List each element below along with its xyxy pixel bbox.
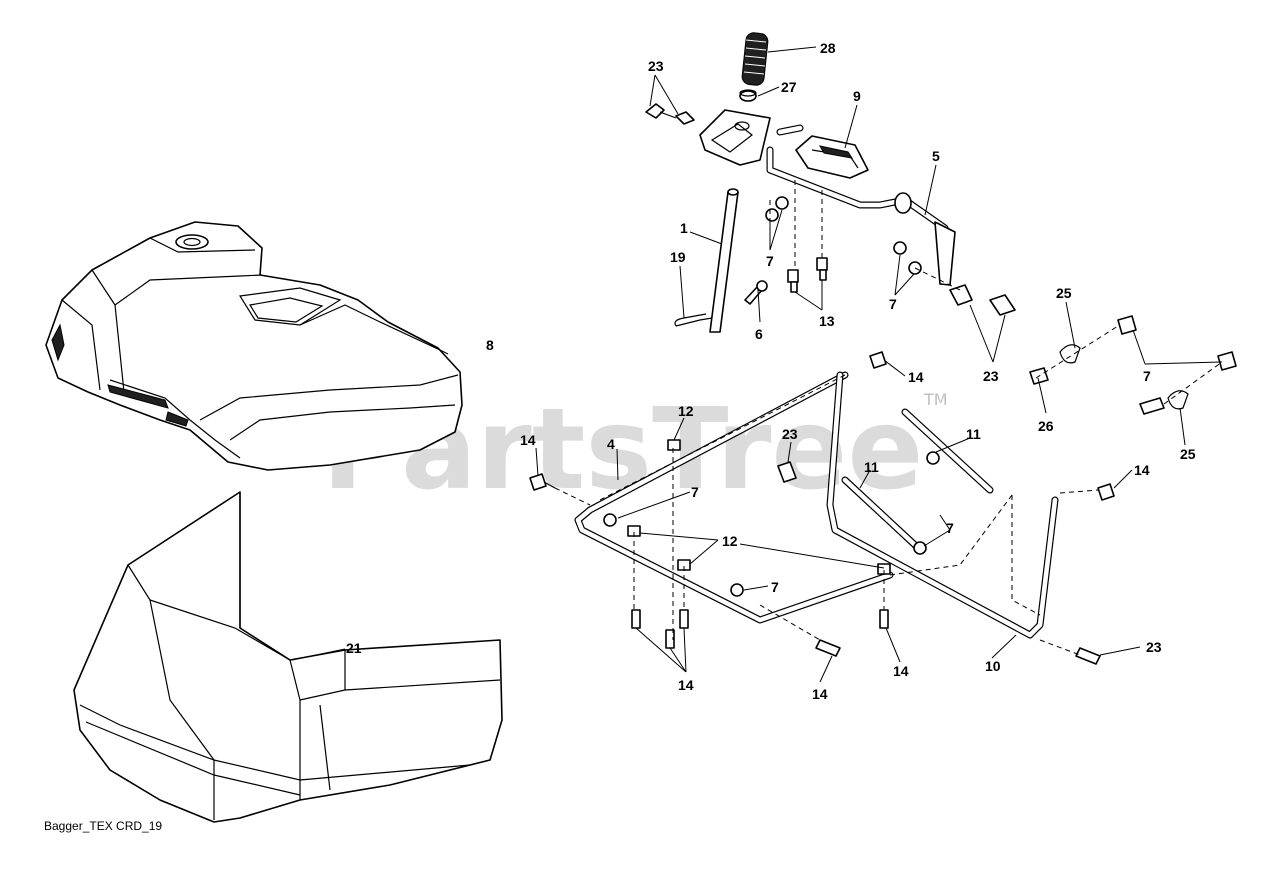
- callout-23: 23: [1146, 639, 1162, 655]
- callout-25: 25: [1056, 285, 1072, 301]
- watermark-trademark: TM: [923, 390, 948, 409]
- callout-11: 11: [966, 426, 981, 442]
- part-8-bagger-lid[interactable]: [45, 221, 463, 471]
- part-5-handle-rod[interactable]: [766, 124, 956, 286]
- callout-9: 9: [853, 88, 861, 104]
- leader-lines: [291, 46, 1223, 683]
- callout-1: 1: [680, 220, 688, 236]
- callout-12: 12: [678, 403, 694, 419]
- callout-14: 14: [812, 686, 828, 702]
- callout-6: 6: [755, 326, 763, 342]
- callout-21: 21: [346, 640, 362, 656]
- callout-11: 11: [864, 459, 879, 475]
- callouts: 28 27 23 9 5 1 19 7 7 6 13 23 25 7 8 14 …: [346, 40, 1196, 702]
- callout-19: 19: [670, 249, 686, 265]
- callout-7: 7: [946, 520, 954, 536]
- callout-7: 7: [1143, 368, 1151, 384]
- part-4-frame-rail[interactable]: [574, 371, 894, 624]
- callout-10: 10: [985, 658, 1001, 674]
- callout-7: 7: [771, 579, 779, 595]
- part-19-hairpin-clip[interactable]: [674, 313, 713, 327]
- callout-26: 26: [1038, 418, 1054, 434]
- callout-7: 7: [691, 484, 699, 500]
- part-10-frame-hoop[interactable]: [826, 371, 1059, 639]
- callout-23: 23: [782, 426, 798, 442]
- callout-4: 4: [607, 436, 615, 452]
- part-28-handle-grip[interactable]: [741, 32, 769, 86]
- part-27-grip-collar[interactable]: [739, 89, 757, 102]
- callout-14: 14: [908, 369, 924, 385]
- callout-14: 14: [893, 663, 909, 679]
- callout-7: 7: [766, 253, 774, 269]
- callout-13: 13: [819, 313, 835, 329]
- part-21-bagger-bin[interactable]: [73, 491, 503, 823]
- callout-14: 14: [678, 677, 694, 693]
- part-1-rod[interactable]: [709, 188, 739, 333]
- hardware-top[interactable]: [645, 103, 1016, 316]
- callout-5: 5: [932, 148, 940, 164]
- diagram-caption: Bagger_TEX CRD_19: [44, 819, 162, 833]
- callout-14: 14: [520, 432, 536, 448]
- callout-27: 27: [781, 79, 797, 95]
- part-6-clevis-pin[interactable]: [744, 280, 768, 305]
- callout-8: 8: [486, 337, 494, 353]
- callout-12: 12: [722, 533, 738, 549]
- part-9-handle-bracket[interactable]: [699, 109, 869, 179]
- callout-23: 23: [983, 368, 999, 384]
- part-11-brace-rods[interactable]: [841, 408, 994, 549]
- callout-28: 28: [820, 40, 836, 56]
- callout-7: 7: [889, 296, 897, 312]
- callout-25: 25: [1180, 446, 1196, 462]
- callout-23: 23: [648, 58, 664, 74]
- callout-14: 14: [1134, 462, 1150, 478]
